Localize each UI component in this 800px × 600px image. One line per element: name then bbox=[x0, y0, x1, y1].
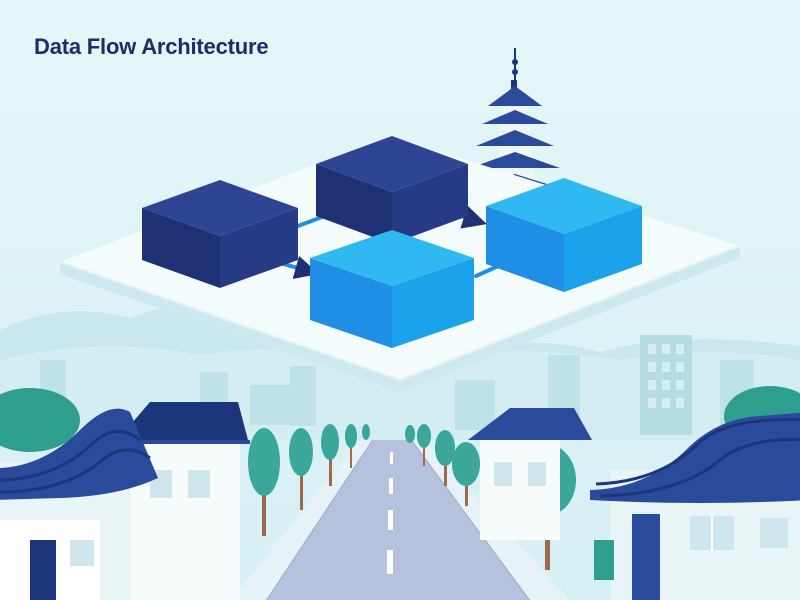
node-cyan-bottom bbox=[310, 230, 474, 348]
node-cyan-right bbox=[486, 178, 642, 292]
right-houses bbox=[468, 386, 800, 600]
left-sidewalk bbox=[230, 440, 372, 600]
tower-windows bbox=[648, 344, 684, 408]
node-navy-top bbox=[316, 136, 468, 244]
node-navy-left bbox=[142, 180, 298, 288]
diagram-nodes bbox=[142, 136, 642, 348]
page-title: Data Flow Architecture bbox=[34, 34, 269, 59]
left-houses bbox=[0, 388, 250, 600]
